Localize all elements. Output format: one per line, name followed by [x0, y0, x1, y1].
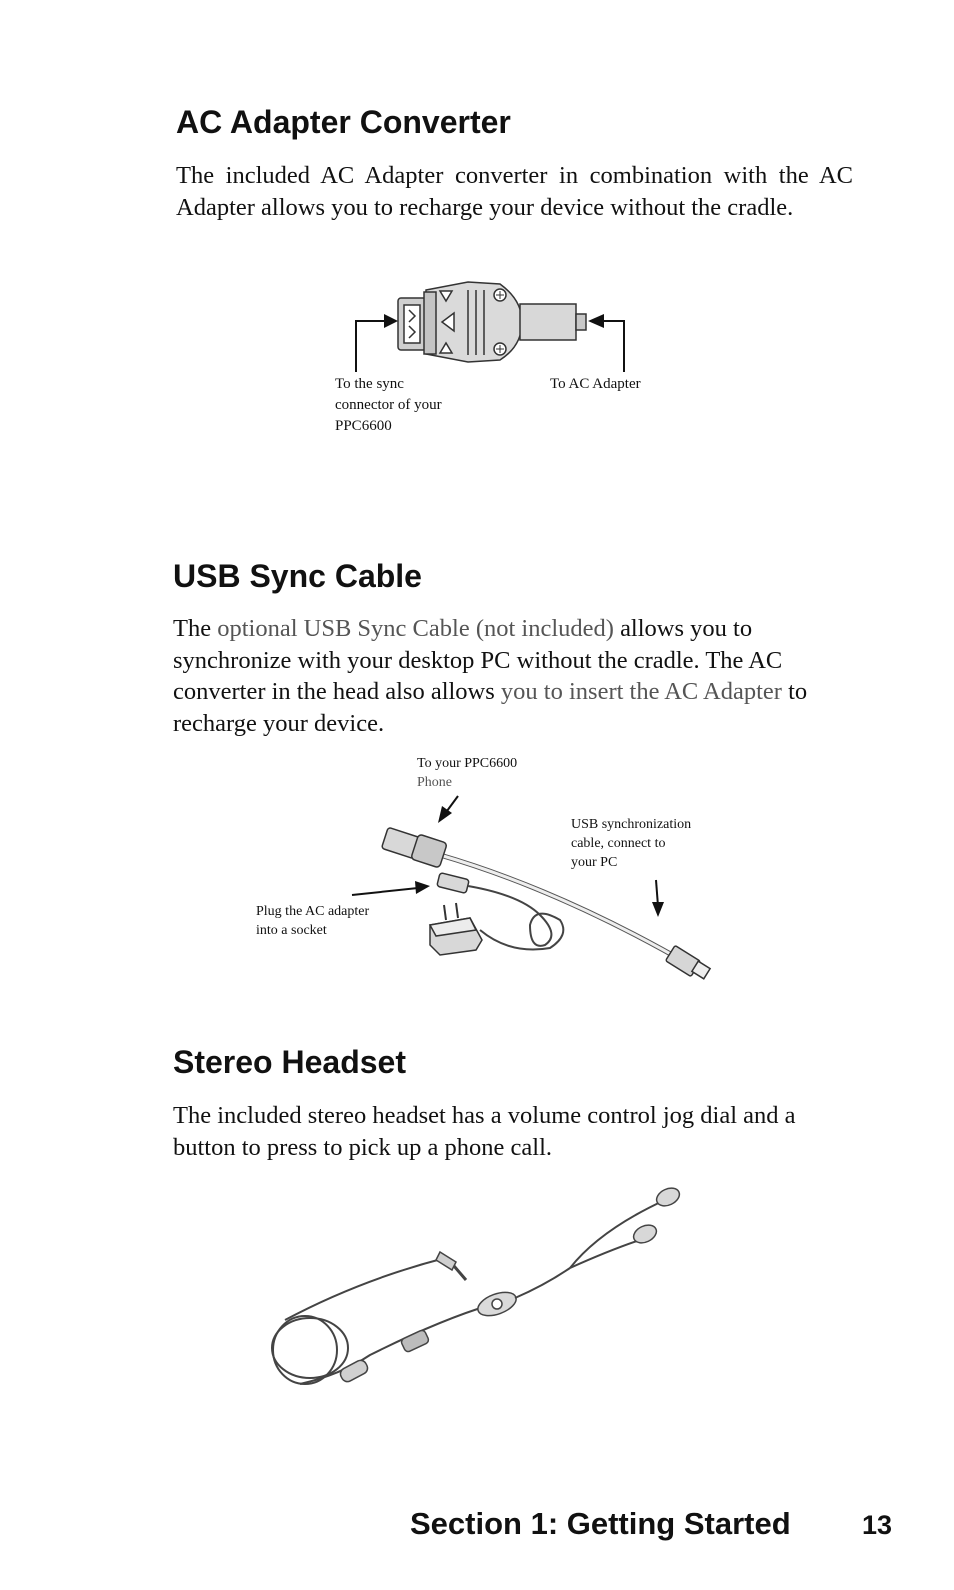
caption-line: To the sync	[335, 376, 404, 392]
caption-line: Plug the AC adapter	[256, 904, 370, 919]
caption-line: your PC	[571, 855, 618, 870]
text-run: The	[173, 615, 218, 642]
caption-line: USB synchronization	[571, 817, 692, 832]
text-run-highlight: optional USB Sync Cable (not included)	[217, 615, 614, 642]
caption-line: Phone	[417, 775, 452, 790]
page-number: 13	[862, 1510, 893, 1540]
headset-illustration	[271, 1187, 681, 1385]
ac-adapter-paragraph: The included AC Adapter converter in com…	[176, 162, 853, 221]
caption-line: PPC6600	[335, 418, 392, 434]
ac-converter-illustration	[397, 281, 587, 363]
stereo-headset-heading: Stereo Headset	[173, 1044, 406, 1080]
usb-sync-paragraph: The optional USB Sync Cable (not include…	[173, 613, 828, 739]
arrowhead-left	[384, 314, 398, 328]
ac-adapter-heading: AC Adapter Converter	[176, 104, 511, 140]
caption-to-phone: To your PPC6600 Phone	[417, 754, 517, 792]
caption-line: To your PPC6600	[417, 756, 518, 771]
text-run-highlight: you to insert the AC Adapter	[500, 678, 782, 705]
caption-to-ac-adapter: To AC Adapter	[550, 376, 641, 392]
caption-usb-cable: USB synchronization cable, connect to yo…	[571, 815, 691, 872]
text-run: allows you to synchronize with your desk…	[173, 615, 783, 705]
arrowhead-right	[588, 314, 604, 328]
caption-line: cable, connect to	[571, 836, 666, 851]
text-run: to recharge your device.	[173, 678, 808, 737]
arrowhead-phone	[438, 806, 452, 823]
arrowhead-plug	[415, 881, 430, 894]
stereo-headset-paragraph: The included stereo headset has a volume…	[173, 1102, 796, 1161]
caption-plug-adapter: Plug the AC adapter into a socket	[256, 902, 369, 940]
footer-section-title: Section 1: Getting Started	[410, 1506, 791, 1541]
arrowhead-usb	[652, 902, 664, 917]
ac-converter-arrows	[355, 320, 625, 372]
caption-sync-connector: To the sync connector of your PPC6600	[335, 374, 442, 437]
usb-cable-illustration	[381, 827, 712, 980]
caption-line: connector of your	[335, 397, 442, 413]
caption-line: into a socket	[256, 923, 327, 938]
usb-sync-heading: USB Sync Cable	[173, 558, 422, 594]
